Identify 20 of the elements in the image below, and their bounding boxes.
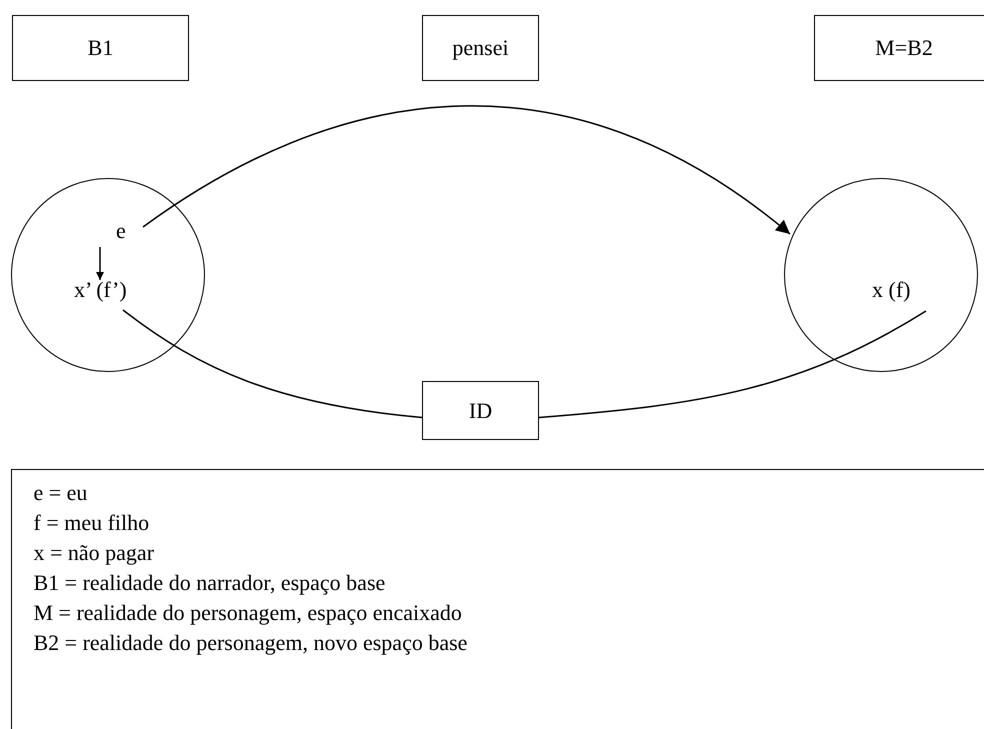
arrow — [142, 106, 790, 235]
definition-panel — [11, 469, 984, 729]
label-text: e — [116, 220, 126, 246]
label-box: pensei — [422, 15, 539, 81]
definition-text: f = meu filho — [34, 509, 150, 537]
arrow — [96, 247, 104, 280]
label-box: ID — [422, 381, 539, 440]
connector-line — [122, 309, 422, 418]
label-text: x’ (f’) — [74, 279, 127, 309]
definition-text: M = realidade do personagem, espaço encaixado — [34, 599, 462, 627]
definition-text: e = eu — [34, 479, 88, 507]
label-box: B1 — [12, 15, 189, 81]
definition-text: B1 = realidade do narrador, espaço base — [34, 569, 386, 597]
circle-shape — [11, 178, 205, 372]
definition-text: B2 = realidade do personagem, novo espaço base — [34, 629, 468, 657]
circle-shape — [784, 178, 978, 372]
connector-line — [538, 310, 926, 418]
label-text: x (f) — [872, 279, 910, 309]
label-box: M=B2 — [814, 15, 984, 81]
definition-text: x = não pagar — [34, 539, 154, 567]
